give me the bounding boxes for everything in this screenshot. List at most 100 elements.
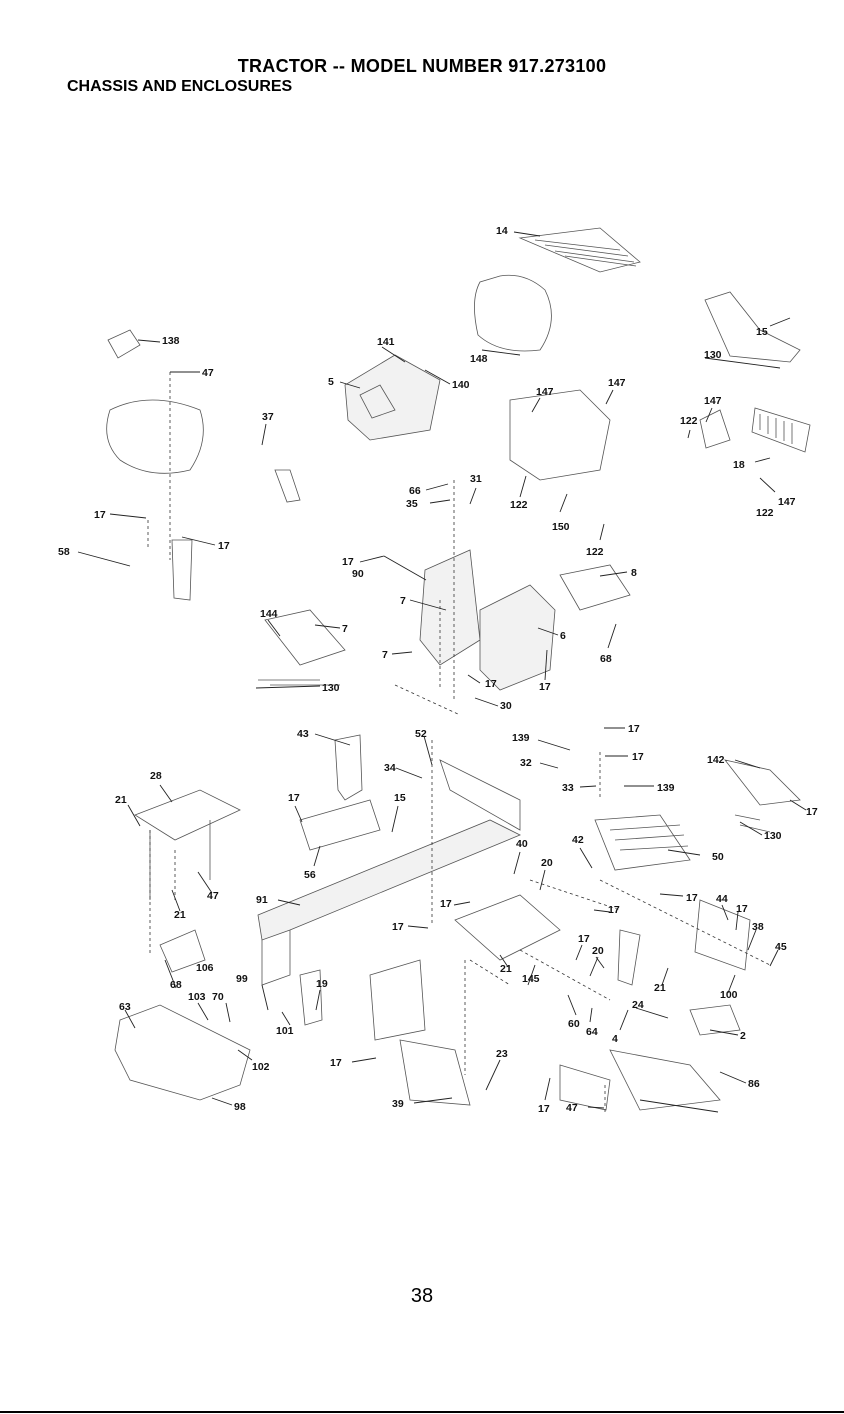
callout-label: 17 <box>632 751 644 763</box>
callout-label: 39 <box>392 1098 404 1110</box>
callout-label: 19 <box>316 978 328 990</box>
callout-label: 122 <box>680 415 698 427</box>
callout-label: 2 <box>740 1030 746 1042</box>
callout-label: 103 <box>188 991 206 1003</box>
callout-label: 7 <box>400 595 406 607</box>
callout-label: 42 <box>572 834 584 846</box>
callout-label: 17 <box>736 903 748 915</box>
callout-label: 20 <box>592 945 604 957</box>
callout-label: 7 <box>382 649 388 661</box>
callout-label: 86 <box>748 1078 760 1090</box>
callout-label: 130 <box>322 682 340 694</box>
callout-label: 144 <box>260 608 278 620</box>
callout-label: 17 <box>94 509 106 521</box>
callout-label: 40 <box>516 838 528 850</box>
assembly-centerlines <box>147 372 771 1115</box>
callout-label: 37 <box>262 411 274 423</box>
leader-lines <box>77 231 807 1113</box>
callout-label: 102 <box>252 1061 270 1073</box>
callout-label: 45 <box>775 941 787 953</box>
callout-label: 17 <box>218 540 230 552</box>
callout-label: 17 <box>806 806 818 818</box>
callout-label: 147 <box>608 377 626 389</box>
callout-label: 52 <box>415 728 427 740</box>
callout-label: 21 <box>174 909 186 921</box>
callout-label: 28 <box>150 770 162 782</box>
callout-label: 17 <box>628 723 640 735</box>
callout-label: 141 <box>377 336 395 348</box>
callout-label: 68 <box>170 979 182 991</box>
callout-label: 18 <box>733 459 745 471</box>
callout-label: 91 <box>256 894 268 906</box>
callout-label: 6 <box>560 630 566 642</box>
callout-label: 90 <box>352 568 364 580</box>
callout-label: 50 <box>712 851 724 863</box>
callout-label: 17 <box>330 1057 342 1069</box>
callout-label: 14 <box>496 225 508 237</box>
callout-label: 21 <box>654 982 666 994</box>
callout-label: 147 <box>536 386 554 398</box>
callout-label: 145 <box>522 973 540 985</box>
callout-label: 21 <box>500 963 512 975</box>
callout-label: 56 <box>304 869 316 881</box>
callout-label: 24 <box>632 999 644 1011</box>
callout-label: 5 <box>328 376 334 388</box>
page-title: TRACTOR -- MODEL NUMBER 917.273100 <box>237 56 607 76</box>
callout-label: 68 <box>600 653 612 665</box>
callout-label: 147 <box>778 496 796 508</box>
callout-label: 106 <box>196 962 214 974</box>
callout-label: 17 <box>538 1103 550 1115</box>
callout-label: 17 <box>578 933 590 945</box>
callout-label: 150 <box>552 521 570 533</box>
callout-label: 142 <box>707 754 725 766</box>
callout-label: 17 <box>485 678 497 690</box>
callout-label: 139 <box>512 732 530 744</box>
callout-label: 20 <box>541 857 553 869</box>
callout-label: 35 <box>406 498 418 510</box>
callout-label: 17 <box>608 904 620 916</box>
callout-label: 139 <box>657 782 675 794</box>
callout-label: 17 <box>440 898 452 910</box>
parts-line-art <box>106 227 811 1111</box>
callout-label: 122 <box>756 507 774 519</box>
callout-label: 33 <box>562 782 574 794</box>
callout-label: 31 <box>470 473 482 485</box>
callout-label: 15 <box>394 792 406 804</box>
callout-label: 15 <box>756 326 768 338</box>
callout-label: 63 <box>119 1001 131 1013</box>
callout-label: 4 <box>612 1033 618 1045</box>
callout-label: 99 <box>236 973 248 985</box>
callout-label: 21 <box>115 794 127 806</box>
callout-label: 58 <box>58 546 70 558</box>
callout-label: 17 <box>686 892 698 904</box>
callout-label: 8 <box>631 567 637 579</box>
callout-label: 17 <box>392 921 404 933</box>
callout-label: 44 <box>716 893 728 905</box>
callout-label: 148 <box>470 353 488 365</box>
callout-label: 38 <box>752 921 764 933</box>
callout-label: 70 <box>212 991 224 1003</box>
callout-label: 66 <box>409 485 421 497</box>
callout-label: 140 <box>452 379 470 391</box>
callout-label: 101 <box>276 1025 294 1037</box>
callout-label: 17 <box>342 556 354 568</box>
section-subtitle: CHASSIS AND ENCLOSURES <box>67 78 293 95</box>
callout-label: 32 <box>520 757 532 769</box>
callout-label: 23 <box>496 1048 508 1060</box>
callout-label: 98 <box>234 1101 246 1113</box>
callout-label: 60 <box>568 1018 580 1030</box>
callout-label: 17 <box>539 681 551 693</box>
callout-label: 100 <box>720 989 738 1001</box>
callout-label: 47 <box>207 890 219 902</box>
callout-label: 130 <box>704 349 722 361</box>
callout-label: 47 <box>566 1102 578 1114</box>
callout-label: 30 <box>500 700 512 712</box>
callout-label: 47 <box>202 367 214 379</box>
callout-label: 147 <box>704 395 722 407</box>
callout-label: 64 <box>586 1026 598 1038</box>
page-number: 38 <box>410 1285 434 1307</box>
callout-label: 34 <box>384 762 396 774</box>
callout-label: 130 <box>764 830 782 842</box>
callout-label: 43 <box>297 728 309 740</box>
